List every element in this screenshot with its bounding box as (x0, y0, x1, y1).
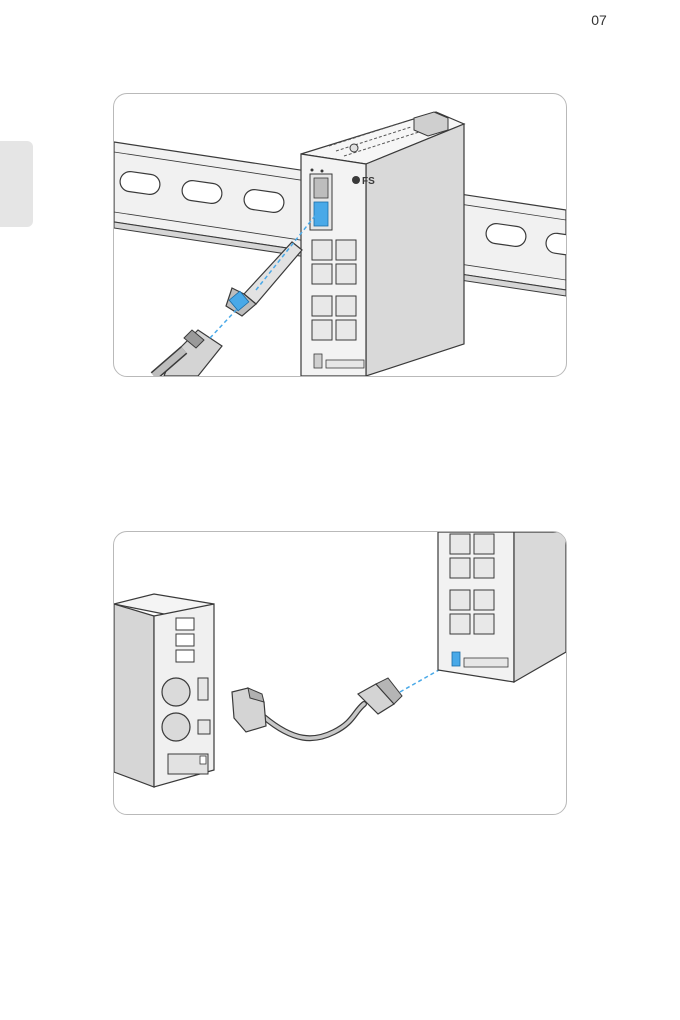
sfp-module (226, 242, 302, 316)
usb-connector (358, 678, 402, 714)
db9-connector (232, 688, 266, 732)
brand-label: FS (362, 176, 375, 187)
console-connection-illustration (114, 532, 566, 814)
page-number: 07 (584, 12, 614, 28)
industrial-switch (438, 532, 566, 682)
language-tab (0, 141, 33, 227)
desktop-computer (114, 594, 214, 787)
console-port (452, 652, 460, 666)
sfp-port-highlight (314, 202, 328, 226)
console-cable (264, 704, 364, 738)
sfp-installation-illustration: FS (114, 94, 566, 376)
industrial-switch: FS (301, 112, 464, 376)
figure-sfp-installation: FS (113, 93, 567, 377)
figure-console-connection (113, 531, 567, 815)
